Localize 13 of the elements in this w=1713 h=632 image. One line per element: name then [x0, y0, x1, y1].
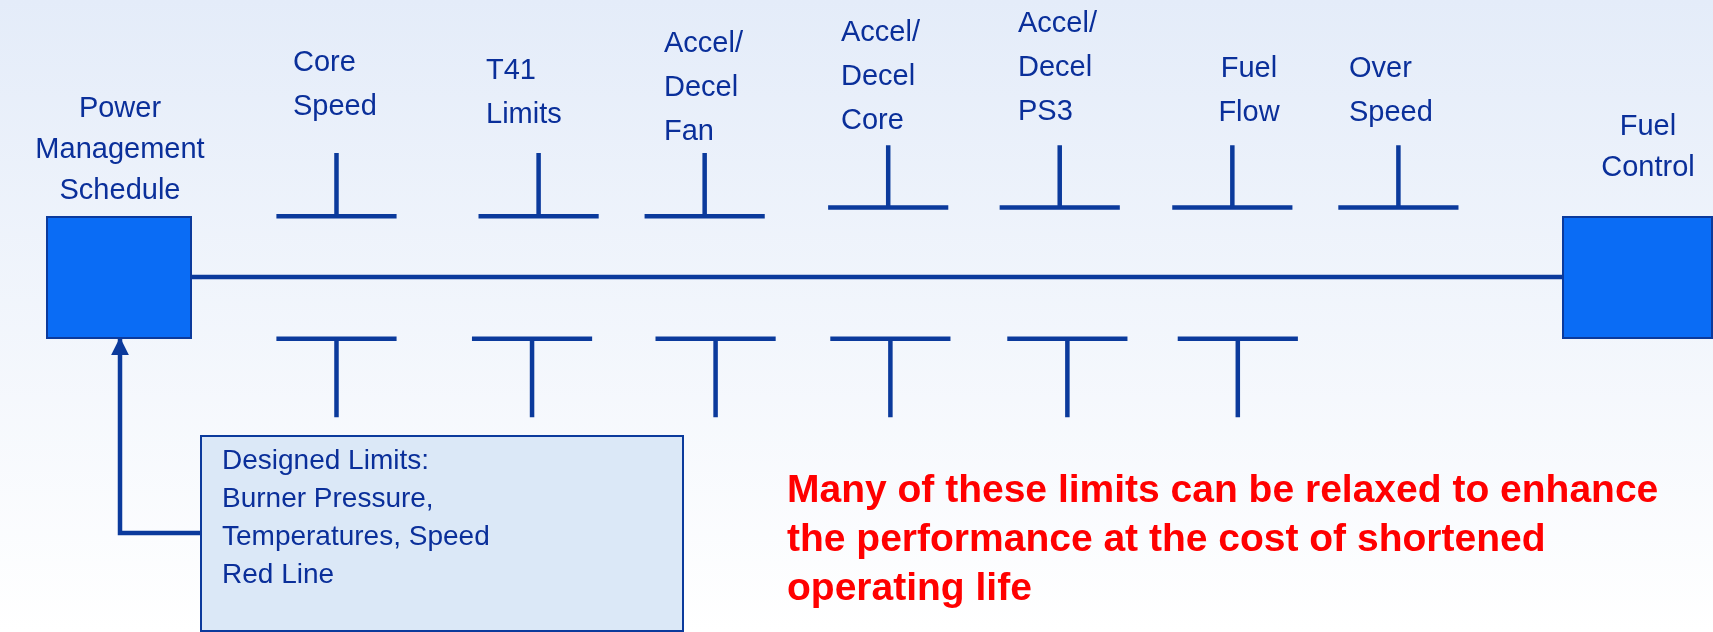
node-label: Power Management Schedule [34, 90, 206, 207]
limit-label: Over Speed [1349, 50, 1434, 129]
limit-label: Core Speed [293, 44, 378, 123]
note-text: Many of these limits can be relaxed to enhance the performance at the cost of shortened operating life [787, 466, 1660, 610]
limit-label: Accel/ Decel Fan [664, 25, 744, 148]
node-label: Fuel Control [1600, 108, 1696, 184]
limit-label: Accel/ Decel PS3 [1018, 5, 1098, 128]
limit-label: Fuel Flow [1217, 50, 1281, 129]
limit-label: Accel/ Decel Core [841, 14, 921, 137]
arrow [111, 337, 200, 536]
limits-text: Designed Limits: Burner Pressure, Temperatures, Speed Red Line [222, 443, 491, 591]
connector-line [192, 274, 1562, 280]
limit-label: T41 Limits [486, 52, 563, 131]
